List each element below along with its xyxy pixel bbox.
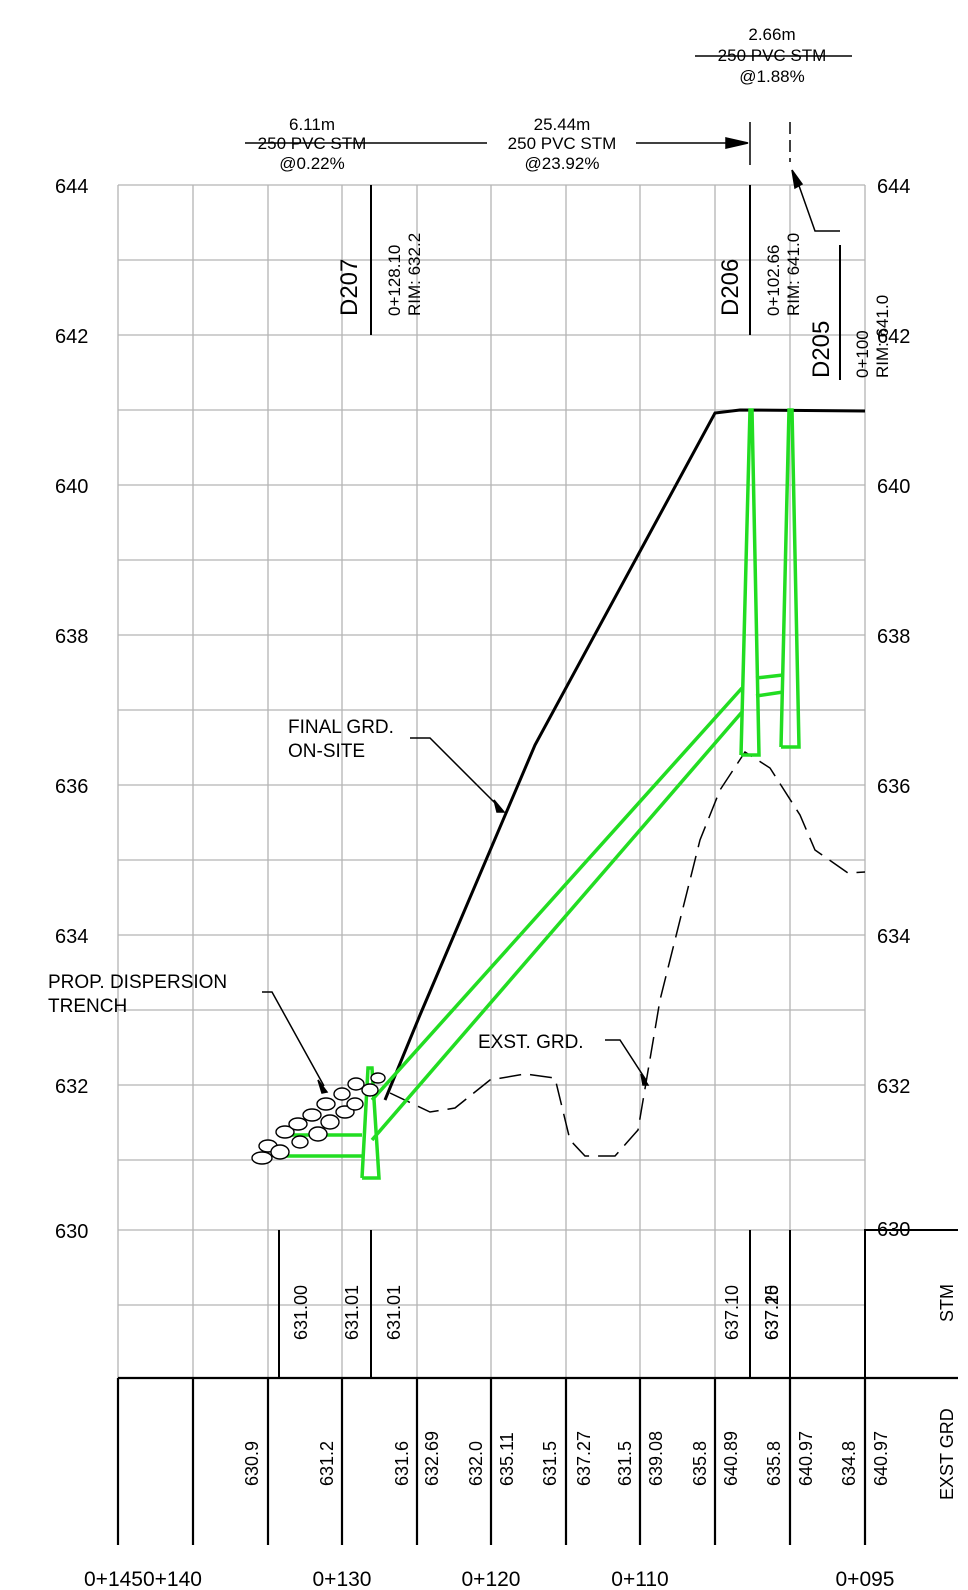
exst-grd-row-label: EXST GRD bbox=[937, 1408, 957, 1500]
exst-grd-value: 632.69 bbox=[422, 1431, 442, 1486]
pipe-leader-lines bbox=[245, 55, 852, 232]
structure-rim: RIM: 632.2 bbox=[405, 233, 424, 316]
pipe-length: 2.66m bbox=[748, 25, 795, 44]
station-label: 0+120 bbox=[462, 1568, 521, 1590]
existing-grade-table bbox=[116, 1376, 958, 1545]
pipe-length: 6.11m bbox=[289, 115, 335, 134]
elevation-label: 630 bbox=[55, 1221, 88, 1243]
exst-grd-value: 635.8 bbox=[764, 1441, 784, 1486]
pipe-annotations: 6.11m 250 PVC STM @0.22% 25.44m 250 PVC … bbox=[258, 25, 827, 173]
exst-grd-value: 630.9 bbox=[242, 1441, 262, 1486]
station-labels: 0+1450+140 0+130 0+120 0+110 0+095 bbox=[84, 1568, 894, 1590]
elevation-label: 640 bbox=[877, 476, 910, 498]
exst-grd-value: 631.2 bbox=[317, 1441, 337, 1486]
exst-grd-value: 640.97 bbox=[871, 1431, 891, 1486]
stm-value: 631.01 bbox=[342, 1285, 362, 1340]
elevation-label: 638 bbox=[55, 626, 88, 648]
structure-name: D207 bbox=[336, 259, 363, 316]
proposed-storm-pipes bbox=[278, 408, 801, 1180]
final-grade-line bbox=[383, 408, 866, 1101]
structure-name: D205 bbox=[808, 321, 835, 378]
stm-row: 631.00 631.01 631.01 637.10 637.20 637.1… bbox=[278, 1229, 958, 1378]
structure-rim: RIM: 641.0 bbox=[784, 233, 803, 316]
elevation-label: 642 bbox=[55, 326, 88, 348]
structure-d207: D207 0+128.10 RIM: 632.2 bbox=[336, 185, 424, 335]
exst-grd-value: 635.11 bbox=[497, 1432, 517, 1486]
pipe-length: 25.44m bbox=[534, 115, 591, 134]
exst-grd-value: 634.8 bbox=[839, 1441, 859, 1486]
exst-grd-value: 639.08 bbox=[646, 1431, 666, 1486]
dispersion-trench-rocks bbox=[251, 1072, 386, 1165]
station-label: 0+095 bbox=[836, 1568, 895, 1590]
exst-grd-value: 640.89 bbox=[721, 1431, 741, 1486]
structure-rim: RIM: 641.0 bbox=[873, 295, 892, 378]
stm-value: 631.01 bbox=[384, 1285, 404, 1340]
pipe-slope: @0.22% bbox=[279, 154, 344, 173]
exst-grd-value: 637.27 bbox=[574, 1431, 594, 1486]
elevation-label: 634 bbox=[55, 926, 88, 948]
annotations: FINAL GRD. ON-SITE EXST. GRD. PROP. DISP… bbox=[48, 717, 584, 1053]
final-grade-label-2: ON-SITE bbox=[288, 741, 365, 762]
elevation-label: 632 bbox=[55, 1076, 88, 1098]
grid bbox=[117, 184, 866, 1378]
station-label: 0+1450+140 bbox=[84, 1568, 202, 1590]
structure-d206: D206 0+102.66 RIM: 641.0 bbox=[717, 185, 803, 335]
final-grade-label: FINAL GRD. bbox=[288, 717, 394, 738]
elevation-label: 640 bbox=[55, 476, 88, 498]
elevation-label: 642 bbox=[877, 326, 910, 348]
elevation-label: 644 bbox=[55, 176, 88, 198]
trench-label-2: TRENCH bbox=[48, 996, 127, 1017]
existing-grade-line bbox=[389, 750, 866, 1157]
structure-station: 0+128.10 bbox=[385, 245, 404, 316]
stm-row-label: STM bbox=[937, 1284, 957, 1322]
pipe-slope: @23.92% bbox=[525, 154, 600, 173]
elevation-label: 636 bbox=[55, 776, 88, 798]
existing-grade-label: EXST. GRD. bbox=[478, 1032, 584, 1053]
structure-name: D206 bbox=[717, 259, 744, 316]
exst-grd-value: 631.5 bbox=[615, 1441, 635, 1486]
pipe-slope: @1.88% bbox=[739, 67, 804, 86]
elevation-label: 636 bbox=[877, 776, 910, 798]
elevation-label: 644 bbox=[877, 176, 910, 198]
existing-grade-values: 630.9 631.2 631.6 632.69 632.0 635.11 63… bbox=[242, 1408, 957, 1500]
stm-value: 637.10 bbox=[722, 1285, 742, 1340]
pipe-desc: 250 PVC STM bbox=[508, 134, 617, 153]
exst-grd-value: 640.97 bbox=[796, 1431, 816, 1486]
structure-station: 0+102.66 bbox=[764, 245, 783, 316]
exst-grd-value: 631.6 bbox=[392, 1441, 412, 1486]
station-label: 0+110 bbox=[611, 1568, 668, 1590]
structure-d205: D205 0+100 RIM: 641.0 bbox=[808, 245, 892, 380]
elevation-label: 638 bbox=[877, 626, 910, 648]
elevation-label: 634 bbox=[877, 926, 910, 948]
exst-grd-value: 632.0 bbox=[466, 1441, 486, 1486]
stm-value: 637.20 bbox=[762, 1285, 782, 1340]
annotation-leaders bbox=[262, 737, 650, 1094]
trench-label: PROP. DISPERSION bbox=[48, 972, 227, 993]
station-label: 0+130 bbox=[313, 1568, 372, 1590]
elevation-label: 632 bbox=[877, 1076, 910, 1098]
stm-value: 631.00 bbox=[291, 1285, 311, 1340]
exst-grd-value: 631.5 bbox=[540, 1441, 560, 1486]
exst-grd-value: 635.8 bbox=[690, 1441, 710, 1486]
stm-value: 637.15 bbox=[762, 1285, 782, 1340]
structure-station: 0+100 bbox=[853, 330, 872, 378]
elevation-labels-left: 644 642 640 638 636 634 632 630 bbox=[55, 176, 88, 1243]
